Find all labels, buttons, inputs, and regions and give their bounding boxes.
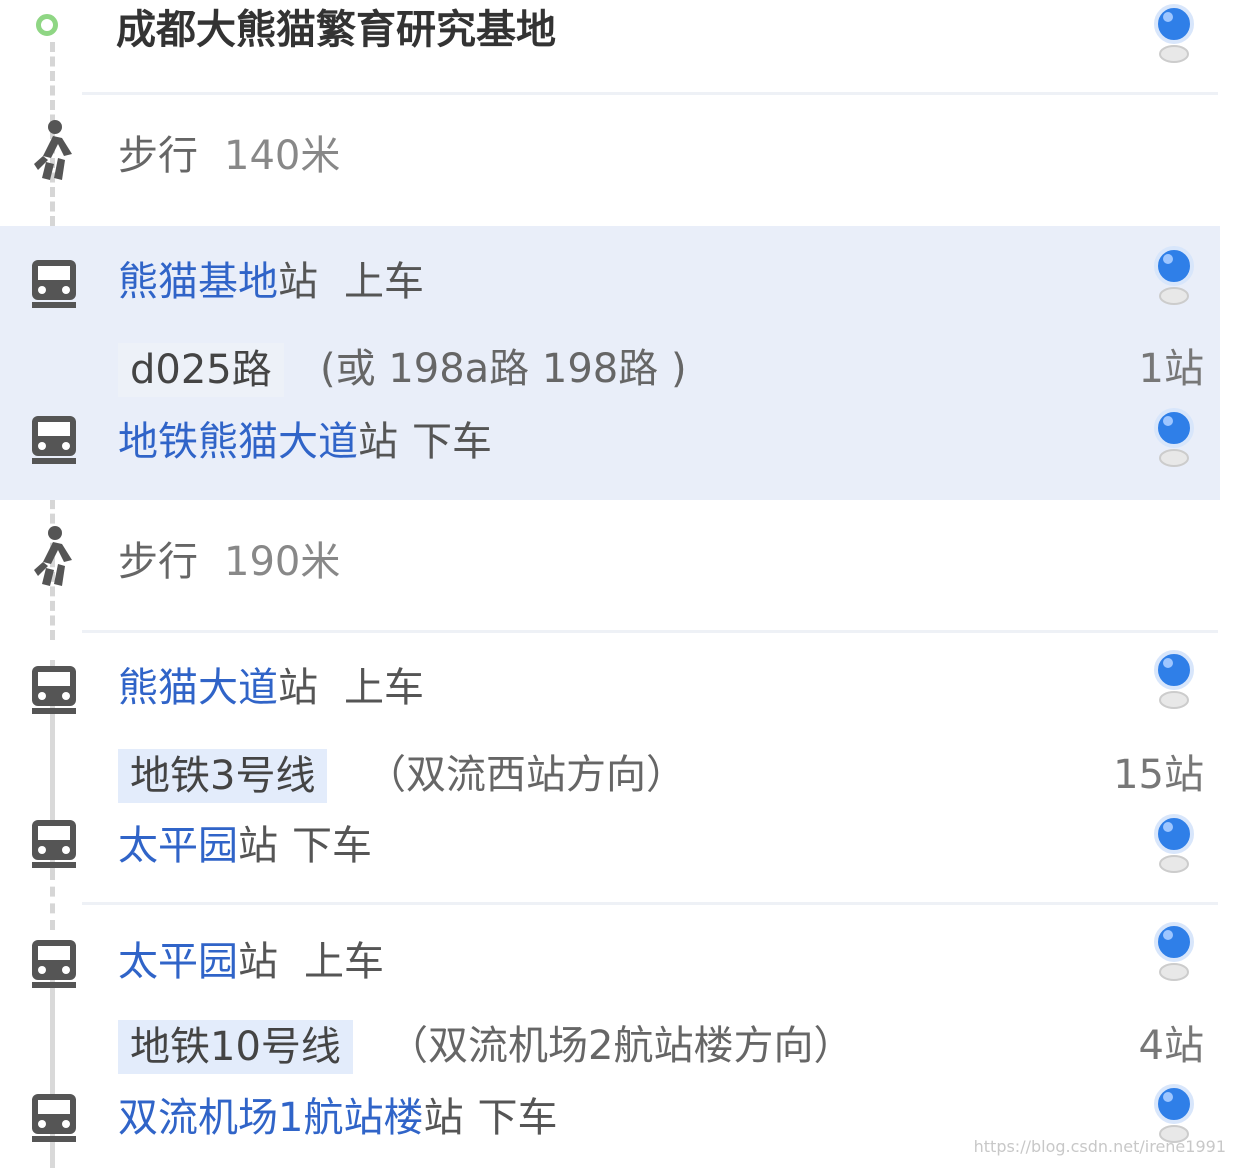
bus-icon: [32, 820, 76, 868]
board-line-seg2: 熊猫大道站上车: [118, 668, 424, 708]
board-station-link[interactable]: 熊猫基地: [118, 259, 278, 305]
stop-count: 15站: [1113, 752, 1204, 798]
route-chip[interactable]: 地铁3号线: [118, 749, 328, 803]
start-point-icon: [36, 14, 58, 36]
board-station-link[interactable]: 太平园: [118, 939, 238, 985]
walk-step-1: 步行 140米: [118, 136, 340, 176]
alight-label: 下车: [477, 1095, 558, 1141]
bus-icon: [32, 666, 76, 714]
alight-label: 下车: [412, 419, 492, 465]
walk-icon: [34, 120, 72, 180]
divider: [82, 92, 1218, 95]
alight-label: 下车: [292, 823, 372, 869]
board-label: 上车: [304, 939, 384, 985]
alight-line-seg3: 双流机场1航站楼站下车: [118, 1098, 557, 1138]
map-pin-icon[interactable]: [1148, 244, 1200, 308]
stop-count: 1站: [1138, 346, 1204, 392]
timeline-solid-2: [50, 660, 55, 870]
bus-icon: [32, 940, 76, 988]
map-pin-icon[interactable]: [1148, 2, 1200, 66]
map-pin-icon[interactable]: [1148, 920, 1200, 984]
bus-icon: [32, 1094, 76, 1142]
map-pin-icon[interactable]: [1148, 812, 1200, 876]
walk-distance: 140米: [224, 133, 341, 179]
walk-step-2: 步行 190米: [118, 542, 340, 582]
route-alternatives: (或 198a路 198路 ): [320, 346, 687, 392]
route-chip[interactable]: 地铁10号线: [118, 1020, 353, 1074]
board-station-link[interactable]: 熊猫大道: [118, 665, 278, 711]
route-direction: （双流机场2航站楼方向）: [388, 1023, 854, 1069]
timeline-dashed-3: [50, 870, 55, 930]
alight-line-seg2: 太平园站下车: [118, 826, 372, 866]
station-suffix: 站: [278, 259, 318, 305]
divider: [82, 902, 1218, 905]
walk-icon: [34, 526, 72, 586]
board-label: 上车: [344, 665, 424, 711]
alight-station-link[interactable]: 太平园: [118, 823, 238, 869]
alight-station-link[interactable]: 双流机场1航站楼: [118, 1095, 424, 1141]
station-suffix: 站: [278, 665, 318, 711]
station-suffix: 站: [423, 1095, 464, 1141]
station-suffix: 站: [238, 823, 278, 869]
alight-station-link[interactable]: 地铁熊猫大道: [118, 419, 358, 465]
map-pin-icon[interactable]: [1148, 1082, 1200, 1146]
walk-label: 步行: [118, 133, 198, 179]
map-pin-icon[interactable]: [1148, 648, 1200, 712]
board-line-seg3: 太平园站上车: [118, 942, 384, 982]
alight-line-seg1: 地铁熊猫大道站下车: [118, 422, 492, 462]
walk-distance: 190米: [224, 539, 341, 585]
timeline-dashed-1: [50, 42, 55, 226]
divider: [82, 630, 1218, 633]
station-suffix: 站: [238, 939, 278, 985]
watermark: https://blog.csdn.net/irene1991: [973, 1137, 1226, 1156]
bus-icon: [32, 260, 76, 308]
walk-label: 步行: [118, 539, 198, 585]
station-suffix: 站: [358, 419, 398, 465]
route-direction: （双流西站方向）: [366, 752, 686, 798]
timeline-solid-3: [50, 950, 55, 1168]
route-chip[interactable]: d025路: [118, 343, 284, 397]
board-label: 上车: [344, 259, 424, 305]
map-pin-icon[interactable]: [1148, 406, 1200, 470]
stop-count: 4站: [1138, 1023, 1204, 1069]
bus-icon: [32, 416, 76, 464]
board-line-seg1: 熊猫基地站上车: [118, 262, 424, 302]
origin-title: 成都大熊猫繁育研究基地: [116, 7, 556, 53]
